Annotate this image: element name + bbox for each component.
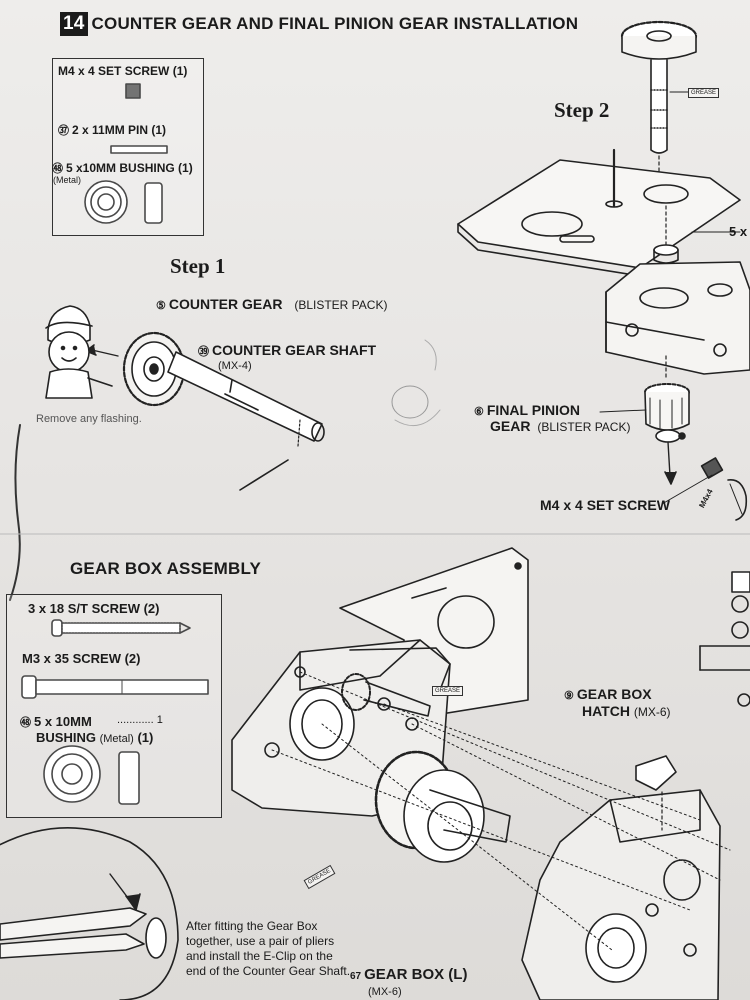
m3-screw-drawing xyxy=(21,675,209,699)
pliers-detail-drawing xyxy=(0,826,179,1000)
m3-screw-label: M3 x 35 SCREW (2) xyxy=(22,651,141,666)
pin-drawing xyxy=(110,145,168,154)
section-14-parts-box xyxy=(52,58,204,236)
bushing-step2-drawing xyxy=(653,244,679,264)
st-screw-label: 3 x 18 S/T SCREW (2) xyxy=(28,601,160,616)
spur-gear-drawing xyxy=(374,750,511,863)
gearbox-hatch-label-2: HATCH (MX-6) xyxy=(582,703,671,719)
st-screw-drawing xyxy=(51,619,191,637)
motor-plate-drawing xyxy=(457,148,741,277)
assembly-guide-lines xyxy=(271,671,731,951)
remove-flashing-note: Remove any flashing. xyxy=(36,413,142,425)
grease-tag-gearbox-1: GREASE xyxy=(432,686,464,696)
bushing-metal-note: (Metal) xyxy=(53,175,82,185)
gearbox-hatch-drawing xyxy=(635,755,677,791)
gearbox-left-code: (MX-6) xyxy=(368,986,402,998)
gearbox-step2-drawing xyxy=(605,261,750,375)
final-pinion-drawing xyxy=(644,383,690,443)
shaft-code: (MX-4) xyxy=(218,360,252,372)
bushing-step2-label: 5 x xyxy=(729,224,748,239)
set-screw-step2-drawing xyxy=(661,457,748,521)
pin-step1 xyxy=(239,459,289,491)
right-edge-parts xyxy=(699,571,750,707)
bushing-drawing xyxy=(84,180,163,224)
counter-gear-shaft-drawing xyxy=(167,351,325,442)
e-clip-instruction: After fitting the Gear Box together, use… xyxy=(186,919,351,978)
section-number: 14 xyxy=(60,12,88,36)
grease-tag-step2: GREASE xyxy=(688,88,720,98)
binding-wire xyxy=(9,424,21,601)
arrow-to-mascot xyxy=(91,349,119,357)
final-pinion-label-2: GEAR (BLISTER PACK) xyxy=(490,418,631,434)
bushing-dots: ............ 1 xyxy=(117,714,163,726)
set-screw-step2-label: M4 x 4 SET SCREW xyxy=(540,497,670,513)
mascot-drawing xyxy=(45,305,113,399)
pinion-top-drawing xyxy=(620,20,698,154)
section-15-parts-box xyxy=(6,594,222,818)
set-screw-drawing xyxy=(125,83,141,99)
bushing-gearbox-drawing xyxy=(43,745,140,805)
step-2-heading: Step 2 xyxy=(554,98,610,122)
bushing-gearbox-label-2: BUSHING (Metal) (1) xyxy=(36,730,154,745)
motor-plate-assembly-drawing xyxy=(339,547,529,721)
set-screw-label: M4 x 4 SET SCREW (1) xyxy=(58,64,188,78)
section-15-title: GEAR BOX ASSEMBLY xyxy=(70,559,262,578)
counter-gear-drawing xyxy=(122,331,186,407)
step-1-heading: Step 1 xyxy=(170,254,226,278)
gearbox-right-drawing xyxy=(521,789,721,1000)
